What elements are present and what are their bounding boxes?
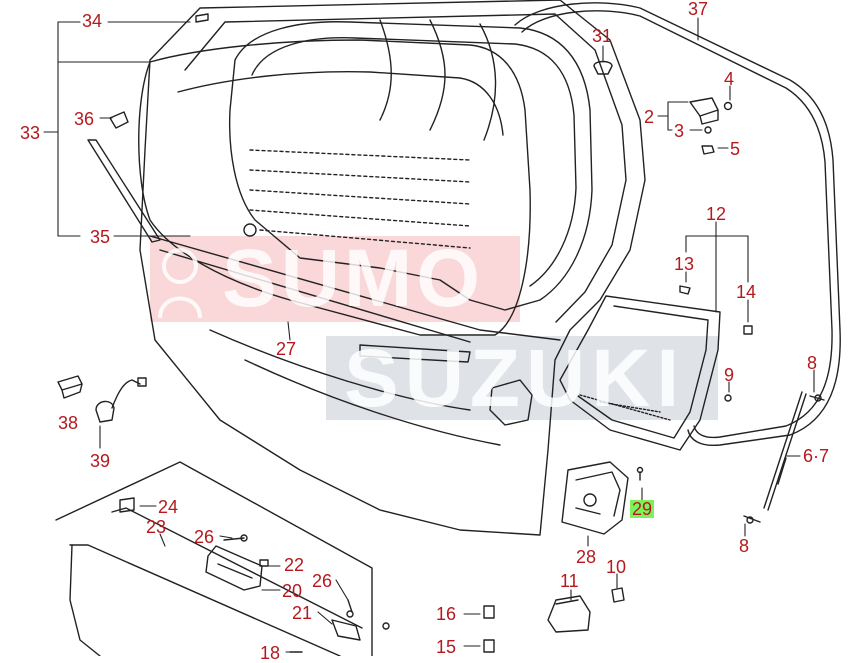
part-label-16: 16 bbox=[436, 604, 457, 624]
part-label-33: 33 bbox=[20, 123, 41, 143]
license-lamp bbox=[57, 375, 147, 423]
part-label-37: 37 bbox=[688, 0, 709, 19]
part-label-20: 20 bbox=[282, 581, 303, 601]
inner-trim-panel bbox=[559, 285, 753, 451]
part-label-15: 15 bbox=[436, 637, 457, 657]
watermark-text-suzuki: SUZUKI bbox=[344, 333, 686, 424]
watermark-sumo-logo-icon bbox=[158, 248, 202, 319]
side-molding bbox=[87, 13, 209, 243]
part-label-39: 39 bbox=[90, 451, 111, 471]
part-label-38: 38 bbox=[58, 413, 79, 433]
tailgate-latch bbox=[561, 461, 644, 535]
tailgate-panel bbox=[139, 0, 646, 536]
part-label-24: 24 bbox=[158, 497, 179, 517]
part-label-22: 22 bbox=[284, 555, 305, 575]
stop-and-cap bbox=[547, 587, 625, 633]
part-label-3: 3 bbox=[674, 121, 685, 141]
part-label-10: 10 bbox=[606, 557, 627, 577]
gas-strut bbox=[724, 391, 825, 524]
hinge-assembly bbox=[593, 60, 733, 155]
part-label-31: 31 bbox=[592, 26, 613, 46]
part-label-8-top: 8 bbox=[807, 353, 818, 373]
part-label-28: 28 bbox=[576, 547, 597, 567]
part-label-18: 18 bbox=[260, 643, 281, 663]
lower-garnish-panel bbox=[55, 461, 373, 656]
small-clips bbox=[289, 605, 495, 653]
part-label-12: 12 bbox=[706, 204, 727, 224]
part-label-23: 23 bbox=[146, 517, 167, 537]
watermark-band-gray bbox=[326, 336, 718, 420]
part-label-26-right: 26 bbox=[312, 571, 333, 591]
part-label-4: 4 bbox=[724, 69, 735, 89]
part-label-21: 21 bbox=[292, 603, 313, 623]
part-label-2: 2 bbox=[644, 107, 655, 127]
part-label-36: 36 bbox=[74, 109, 95, 129]
part-label-29-highlighted: 29 bbox=[630, 499, 655, 519]
leader-lines bbox=[43, 17, 815, 653]
weatherstrip-seal bbox=[514, 2, 841, 447]
part-label-35: 35 bbox=[90, 227, 111, 247]
part-label-13: 13 bbox=[674, 254, 695, 274]
watermark-text-sumo: SUMO bbox=[222, 233, 484, 324]
part-label-34: 34 bbox=[82, 11, 103, 31]
part-label-11: 11 bbox=[560, 571, 579, 591]
part-label-26-left: 26 bbox=[194, 527, 215, 547]
part-label-14: 14 bbox=[736, 282, 757, 302]
watermark-band-red bbox=[150, 236, 520, 322]
part-label-5: 5 bbox=[730, 139, 741, 159]
part-label-6-7: 6·7 bbox=[803, 446, 830, 466]
part-label-8-bottom: 8 bbox=[739, 536, 750, 556]
back-glass bbox=[138, 39, 531, 336]
part-label-27: 27 bbox=[276, 339, 297, 359]
part-label-9: 9 bbox=[724, 365, 735, 385]
